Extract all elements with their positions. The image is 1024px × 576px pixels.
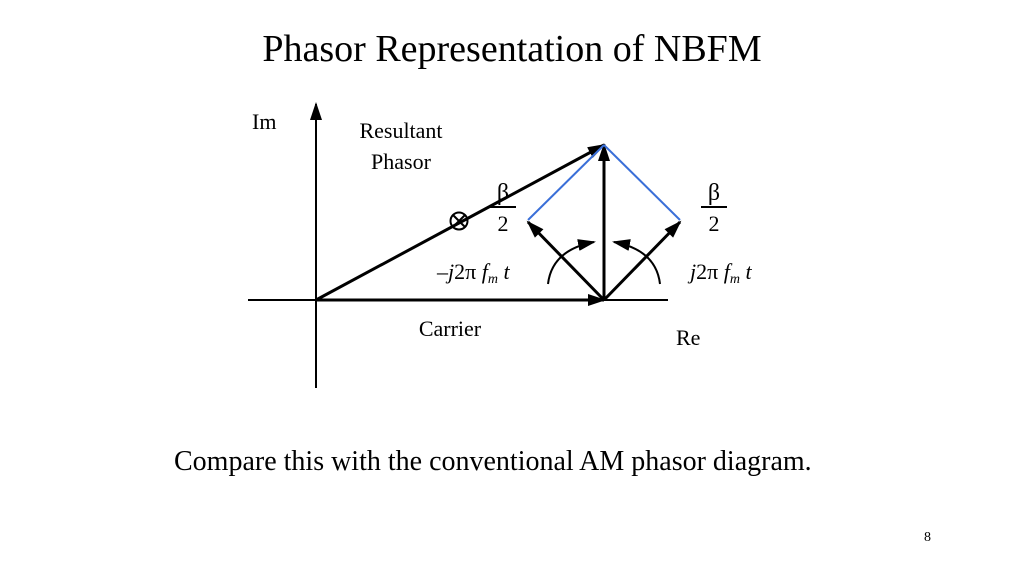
left-angle-t: t <box>498 259 511 284</box>
upper-sideband-phasor <box>602 220 682 302</box>
right-angle-sub-m: m <box>730 272 740 287</box>
left-beta-symbol: β <box>497 180 509 206</box>
right-construction-line <box>603 144 681 221</box>
carrier-label: Carrier <box>419 316 482 341</box>
right-denominator: 2 <box>709 211 720 236</box>
lower-sideband-phasor <box>526 220 606 302</box>
left-angle-sign: – <box>436 259 449 284</box>
right-angle-2pi: 2π <box>696 259 724 284</box>
right-angle-t: t <box>740 259 753 284</box>
left-angle-2pi: 2π <box>454 259 482 284</box>
left-construction-line <box>527 144 605 221</box>
slide-title: Phasor Representation of NBFM <box>262 28 762 70</box>
right-angle-expression: j2π fm t <box>687 259 752 287</box>
left-angle-f: f <box>482 259 491 284</box>
left-angle-j: j <box>445 259 454 284</box>
right-beta-symbol: β <box>708 180 720 206</box>
real-axis-label: Re <box>676 325 700 350</box>
right-angle-j: j <box>687 259 696 284</box>
right-angle-f: f <box>724 259 733 284</box>
page-number: 8 <box>924 530 931 545</box>
right-rotation-arc <box>612 239 661 285</box>
slide-caption: Compare this with the conventional AM ph… <box>174 446 812 477</box>
left-angle-expression: –j2π fm t <box>436 259 510 287</box>
resultant-marker <box>449 211 469 231</box>
left-rotation-arc <box>547 239 596 285</box>
resultant-label-line1: Resultant <box>359 118 442 143</box>
right-beta-over-2: β 2 <box>701 180 727 236</box>
resultant-label-line2: Phasor <box>371 149 432 174</box>
left-angle-sub-m: m <box>488 272 498 287</box>
imaginary-axis-label: Im <box>252 109 276 134</box>
left-denominator: 2 <box>498 211 509 236</box>
left-beta-over-2: β 2 <box>490 180 516 236</box>
